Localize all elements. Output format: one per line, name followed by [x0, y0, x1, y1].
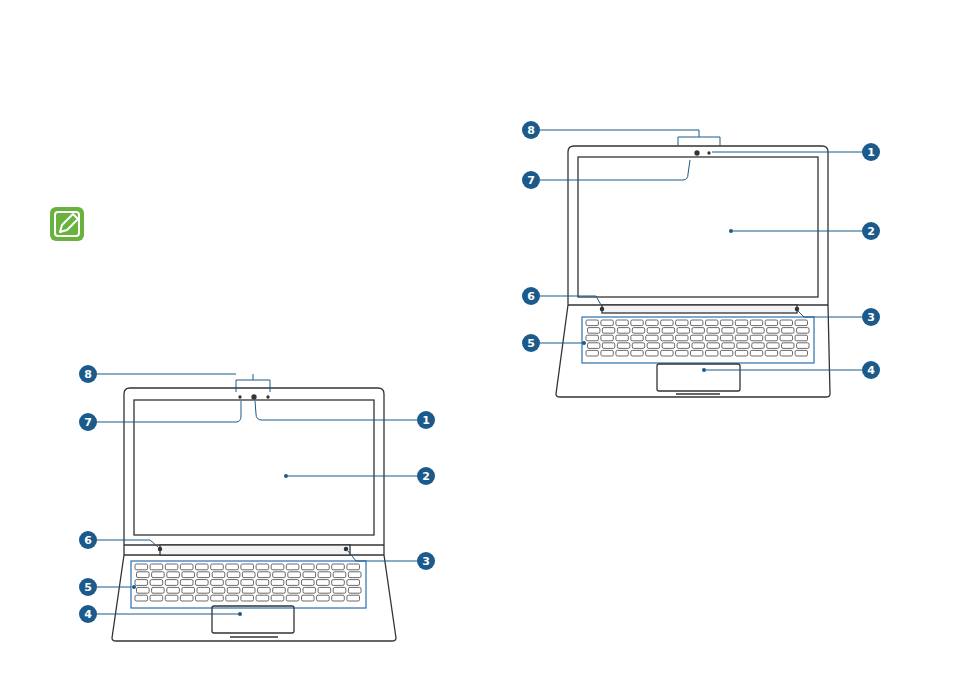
callout-text: 8 [84, 369, 92, 380]
callout-number: 1 [417, 411, 435, 429]
keyboard-keys [135, 564, 361, 601]
callout-number: 6 [79, 531, 97, 549]
callout-text: 2 [422, 471, 430, 482]
callout-number: 8 [522, 121, 540, 139]
callout-text: 8 [527, 125, 535, 136]
callout-number: 8 [79, 365, 97, 383]
note-icon [50, 207, 84, 241]
leader-dots [582, 229, 733, 372]
callout-number: 2 [417, 467, 435, 485]
callout-text: 3 [867, 312, 875, 323]
callout-number: 7 [79, 413, 97, 431]
callout-text: 6 [84, 535, 92, 546]
callout-text: 4 [84, 609, 92, 620]
keyboard-keys [586, 320, 809, 356]
callout-text: 7 [84, 417, 92, 428]
callout-number: 2 [862, 222, 880, 240]
leader-dots [132, 474, 288, 616]
laptop-right [556, 146, 830, 397]
callout-number: 1 [862, 143, 880, 161]
callout-number: 5 [522, 334, 540, 352]
callout-number: 5 [79, 578, 97, 596]
callout-text: 5 [527, 338, 535, 349]
laptop-left [112, 388, 396, 641]
callout-number: 3 [862, 308, 880, 326]
callout-text: 1 [867, 147, 875, 158]
callout-text: 5 [84, 582, 92, 593]
callout-text: 1 [422, 415, 430, 426]
callout-text: 2 [867, 226, 875, 237]
callout-text: 4 [867, 365, 875, 376]
callout-number: 4 [79, 605, 97, 623]
callout-number: 7 [522, 171, 540, 189]
callout-number: 4 [862, 361, 880, 379]
callout-text: 6 [527, 291, 535, 302]
callout-number: 6 [522, 287, 540, 305]
leader-lines [97, 374, 417, 614]
callout-number: 3 [417, 552, 435, 570]
callout-text: 3 [422, 556, 430, 567]
leader-lines [540, 130, 862, 370]
callout-text: 7 [527, 175, 535, 186]
